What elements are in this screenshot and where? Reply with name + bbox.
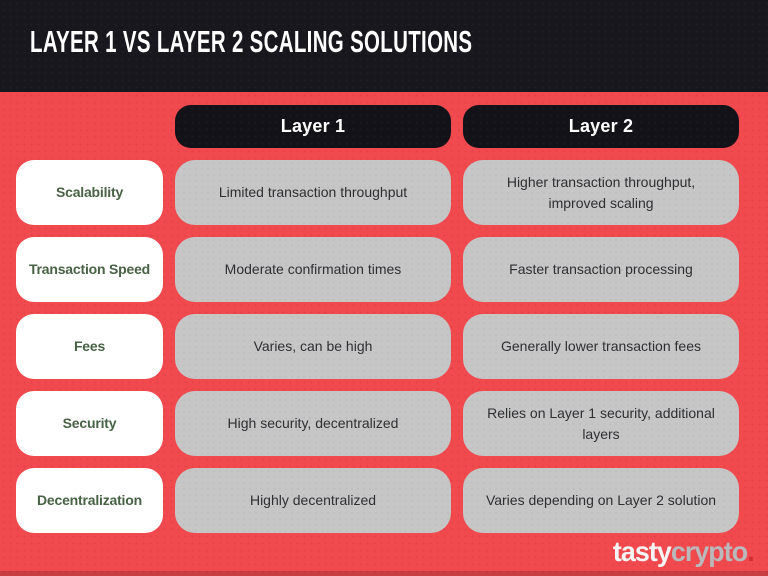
header-bar: LAYER 1 VS LAYER 2 SCALING SOLUTIONS xyxy=(0,0,768,92)
bottom-edge-shade xyxy=(0,571,768,576)
page-title: LAYER 1 VS LAYER 2 SCALING SOLUTIONS xyxy=(30,24,473,59)
cell-security-layer2: Relies on Layer 1 security, additional l… xyxy=(463,391,739,456)
brand-logo: tastycrypto. xyxy=(613,536,755,568)
brand-logo-primary: tasty xyxy=(613,536,672,567)
cell-decentralization-layer2: Varies depending on Layer 2 solution xyxy=(463,468,739,533)
comparison-table: Layer 1 Layer 2 Scalability Limited tran… xyxy=(16,105,739,533)
cell-scalability-layer2: Higher transaction throughput, improved … xyxy=(463,160,739,225)
row-label-transaction-speed: Transaction Speed xyxy=(16,237,163,302)
column-header-label: Layer 2 xyxy=(568,116,634,136)
row-label-decentralization: Decentralization xyxy=(16,468,163,533)
cell-fees-layer1: Varies, can be high xyxy=(175,314,451,379)
cell-transaction-speed-layer2: Faster transaction processing xyxy=(463,237,739,302)
row-label-fees: Fees xyxy=(16,314,163,379)
cell-decentralization-layer1: Highly decentralized xyxy=(175,468,451,533)
row-label-security: Security xyxy=(16,391,163,456)
brand-logo-dot: . xyxy=(747,536,754,567)
cell-scalability-layer1: Limited transaction throughput xyxy=(175,160,451,225)
column-header-layer-1: Layer 1 xyxy=(175,105,451,148)
column-header-layer-2: Layer 2 xyxy=(463,105,739,148)
row-label-scalability: Scalability xyxy=(16,160,163,225)
brand-logo-secondary: crypto xyxy=(671,536,748,567)
column-header-label: Layer 1 xyxy=(280,116,346,136)
corner-spacer xyxy=(16,105,163,148)
cell-fees-layer2: Generally lower transaction fees xyxy=(463,314,739,379)
cell-transaction-speed-layer1: Moderate confirmation times xyxy=(175,237,451,302)
cell-security-layer1: High security, decentralized xyxy=(175,391,451,456)
comparison-board: Layer 1 Layer 2 Scalability Limited tran… xyxy=(0,92,768,576)
